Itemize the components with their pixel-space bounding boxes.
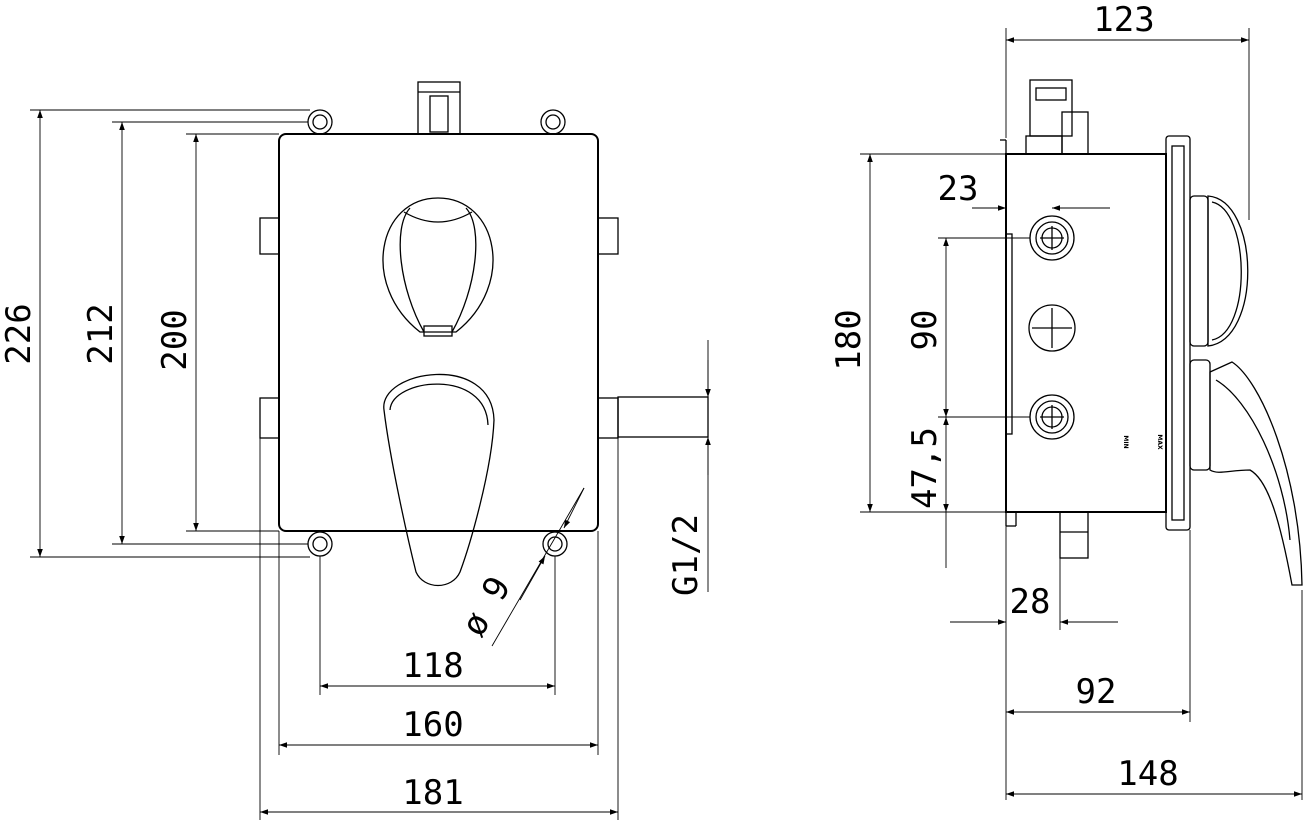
- dim-118: 118: [402, 646, 463, 686]
- dim-23: 23: [938, 169, 979, 209]
- max-label: MAX: [1156, 434, 1163, 450]
- lever-handle: [383, 373, 495, 586]
- dim-92: 92: [1076, 672, 1117, 712]
- diverter-knob: [382, 197, 494, 337]
- dim-181: 181: [402, 773, 463, 813]
- dim-200: 200: [155, 309, 195, 370]
- side-body: [1005, 153, 1167, 513]
- dim-180: 180: [829, 309, 869, 370]
- min-label: MIN: [1122, 435, 1129, 448]
- dim-212: 212: [81, 303, 121, 364]
- valve-top: [1029, 215, 1075, 261]
- outlet-pipe: [617, 396, 709, 438]
- mounting-hole-top-right: [540, 109, 566, 135]
- side-stub: [259, 397, 281, 439]
- dim-160: 160: [402, 705, 463, 745]
- dim-hole-diameter: ø 9: [454, 570, 519, 643]
- side-view: MIN MAX 123 23 180 90 47,5 28 92 148: [829, 0, 1303, 800]
- dim-226: 226: [0, 303, 39, 364]
- dim-47-5: 47,5: [905, 427, 945, 509]
- valve-bottom: [1029, 394, 1075, 440]
- side-stub: [597, 217, 619, 255]
- dim-148: 148: [1117, 754, 1178, 794]
- front-view: 226 212 200 G1/2 118 160 181 ø 9: [0, 81, 711, 820]
- dim-g12: G1/2: [666, 514, 706, 596]
- side-diverter-knob: [1189, 195, 1249, 347]
- dim-90: 90: [905, 310, 945, 351]
- side-stub: [597, 397, 619, 439]
- valve-middle: [1028, 304, 1076, 352]
- mounting-hole-bottom-left: [307, 531, 333, 557]
- cover-plate: [1165, 135, 1191, 531]
- side-stub: [259, 217, 281, 255]
- dim-123: 123: [1093, 0, 1154, 40]
- side-bottom-fitting: [1059, 511, 1089, 559]
- top-inlet-pipe: [417, 81, 461, 135]
- dim-28: 28: [1010, 582, 1051, 622]
- dim-leader-hole: [491, 487, 585, 647]
- side-lever-handle: [1189, 359, 1303, 586]
- mounting-hole-top-left: [307, 109, 333, 135]
